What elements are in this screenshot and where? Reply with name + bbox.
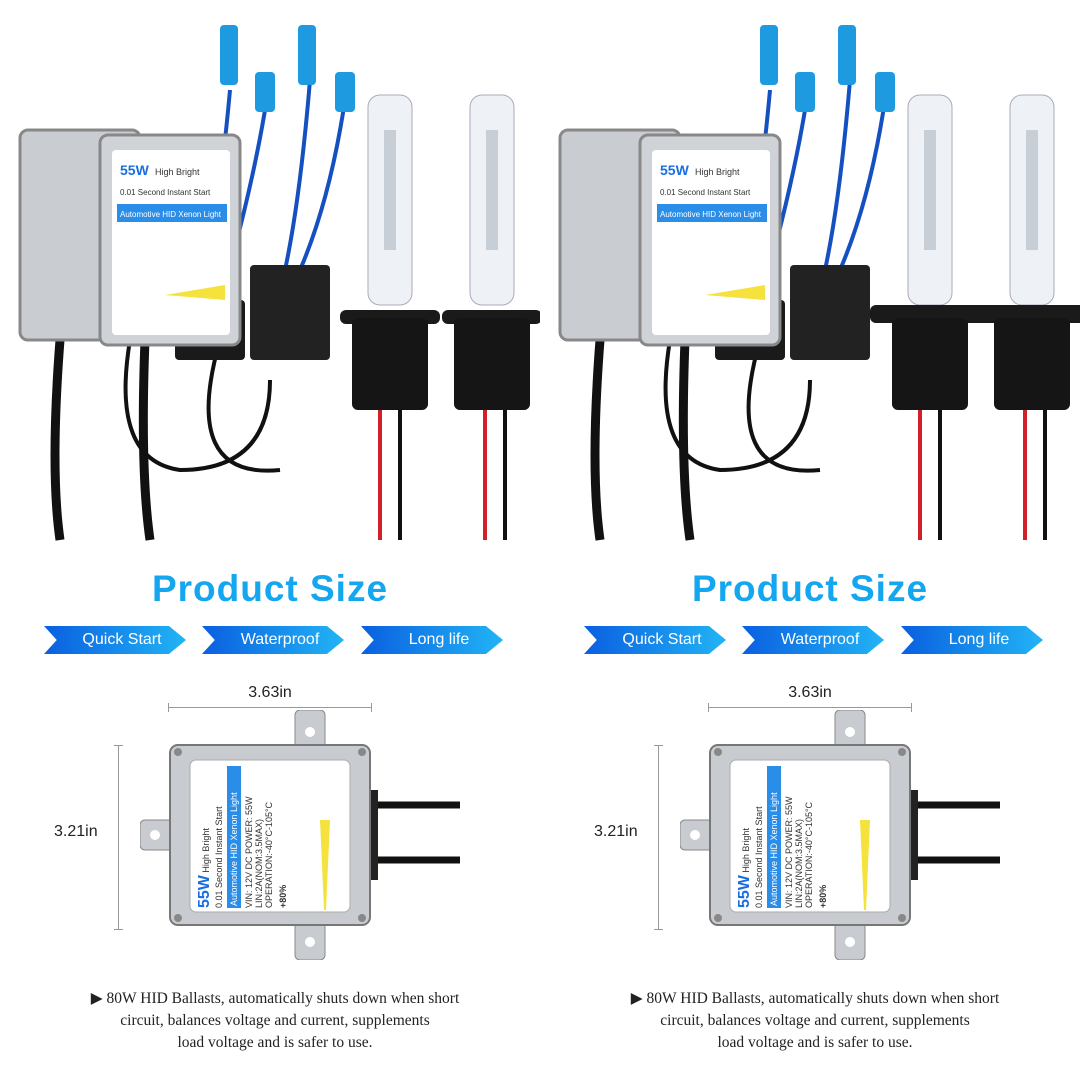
bulb-base (892, 318, 968, 410)
svg-text:55W: 55W (660, 162, 690, 178)
feature-badge: Quick Start (584, 626, 726, 654)
description-line: load voltage and is safer to use. (177, 1034, 373, 1051)
svg-text:High Bright: High Bright (155, 167, 200, 177)
svg-text:55W: 55W (120, 162, 150, 178)
lin-text: LIN:2A(NOM:3.5MAX) (794, 818, 804, 908)
svg-text:0.01 Second Instant Start: 0.01 Second Instant Start (660, 188, 751, 197)
wattage: 55W (736, 875, 753, 908)
height-dimension-line (114, 745, 123, 930)
svg-text:Automotive HID Xenon Light: Automotive HID Xenon Light (120, 210, 222, 219)
ballast-description: ▶ 80W HID Ballasts, automatically shuts … (580, 988, 1050, 1054)
bulb-part (384, 130, 396, 250)
bright-text: High Bright (741, 828, 751, 873)
bulb-part (1026, 130, 1038, 250)
bulb-base (454, 318, 530, 410)
description-line: circuit, balances voltage and current, s… (660, 1012, 970, 1029)
instant-start-text: 0.01 Second Instant Start (754, 806, 764, 908)
width-dimension-label: 3.63in (788, 684, 832, 701)
ballast-description: ▶ 80W HID Ballasts, automatically shuts … (40, 988, 510, 1054)
description-line: load voltage and is safer to use. (717, 1034, 913, 1051)
feature-badge: Waterproof (742, 626, 884, 654)
product-panel: 55W High Bright 0.01 Second Instant Star… (540, 0, 1080, 1080)
vin-text: VIN: 12V DC POWER: 55W (244, 796, 254, 908)
label-band: Automotive HID Xenon Light (227, 766, 241, 908)
ballast-label: 55W High Bright 0.01 Second Instant Star… (732, 762, 888, 912)
instant-start-text: 0.01 Second Instant Start (214, 806, 224, 908)
feature-badge: Quick Start (44, 626, 186, 654)
bulb-part (486, 130, 498, 250)
description-line: ▶ 80W HID Ballasts, automatically shuts … (90, 990, 460, 1007)
section-title: Product Size (151, 568, 389, 609)
svg-text:High Bright: High Bright (695, 167, 740, 177)
product-photo: 55W High Bright 0.01 Second Instant Star… (18, 25, 540, 541)
width-dimension-line (708, 703, 912, 712)
height-dimension-line (654, 745, 663, 930)
svg-text:0.01 Second Instant Start: 0.01 Second Instant Start (120, 188, 211, 197)
height-dimension-label: 3.21in (594, 823, 638, 840)
width-dimension-line (168, 703, 372, 712)
operation-text: OPERATION:-40°C-105°C (804, 801, 814, 908)
section-title: Product Size (691, 568, 929, 609)
width-dimension-label: 3.63in (248, 684, 292, 701)
feature-badge: Waterproof (202, 626, 344, 654)
ballast-label: 55W High Bright 0.01 Second Instant Star… (192, 762, 348, 912)
boost-text: +80% (278, 884, 288, 908)
svg-text:Automotive HID Xenon Light: Automotive HID Xenon Light (660, 210, 762, 219)
boost-text: +80% (818, 884, 828, 908)
operation-text: OPERATION:-40°C-105°C (264, 801, 274, 908)
product-photo: 55W High Bright 0.01 Second Instant Star… (558, 25, 1080, 541)
product-panel: 55W High Bright 0.01 Second Instant Star… (18, 25, 540, 1054)
bright-text: High Bright (201, 828, 211, 873)
bulb-part (924, 130, 936, 250)
label-band: Automotive HID Xenon Light (767, 766, 781, 908)
feature-badge: Long life (901, 626, 1043, 654)
wattage: 55W (196, 875, 213, 908)
height-dimension-label: 3.21in (54, 823, 98, 840)
description-line: ▶ 80W HID Ballasts, automatically shuts … (630, 990, 1000, 1007)
bulb-base (352, 318, 428, 410)
feature-badge: Long life (361, 626, 503, 654)
bulb-base (994, 318, 1070, 410)
lin-text: LIN:2A(NOM:3.5MAX) (254, 818, 264, 908)
vin-text: VIN: 12V DC POWER: 55W (784, 796, 794, 908)
description-line: circuit, balances voltage and current, s… (120, 1012, 430, 1029)
